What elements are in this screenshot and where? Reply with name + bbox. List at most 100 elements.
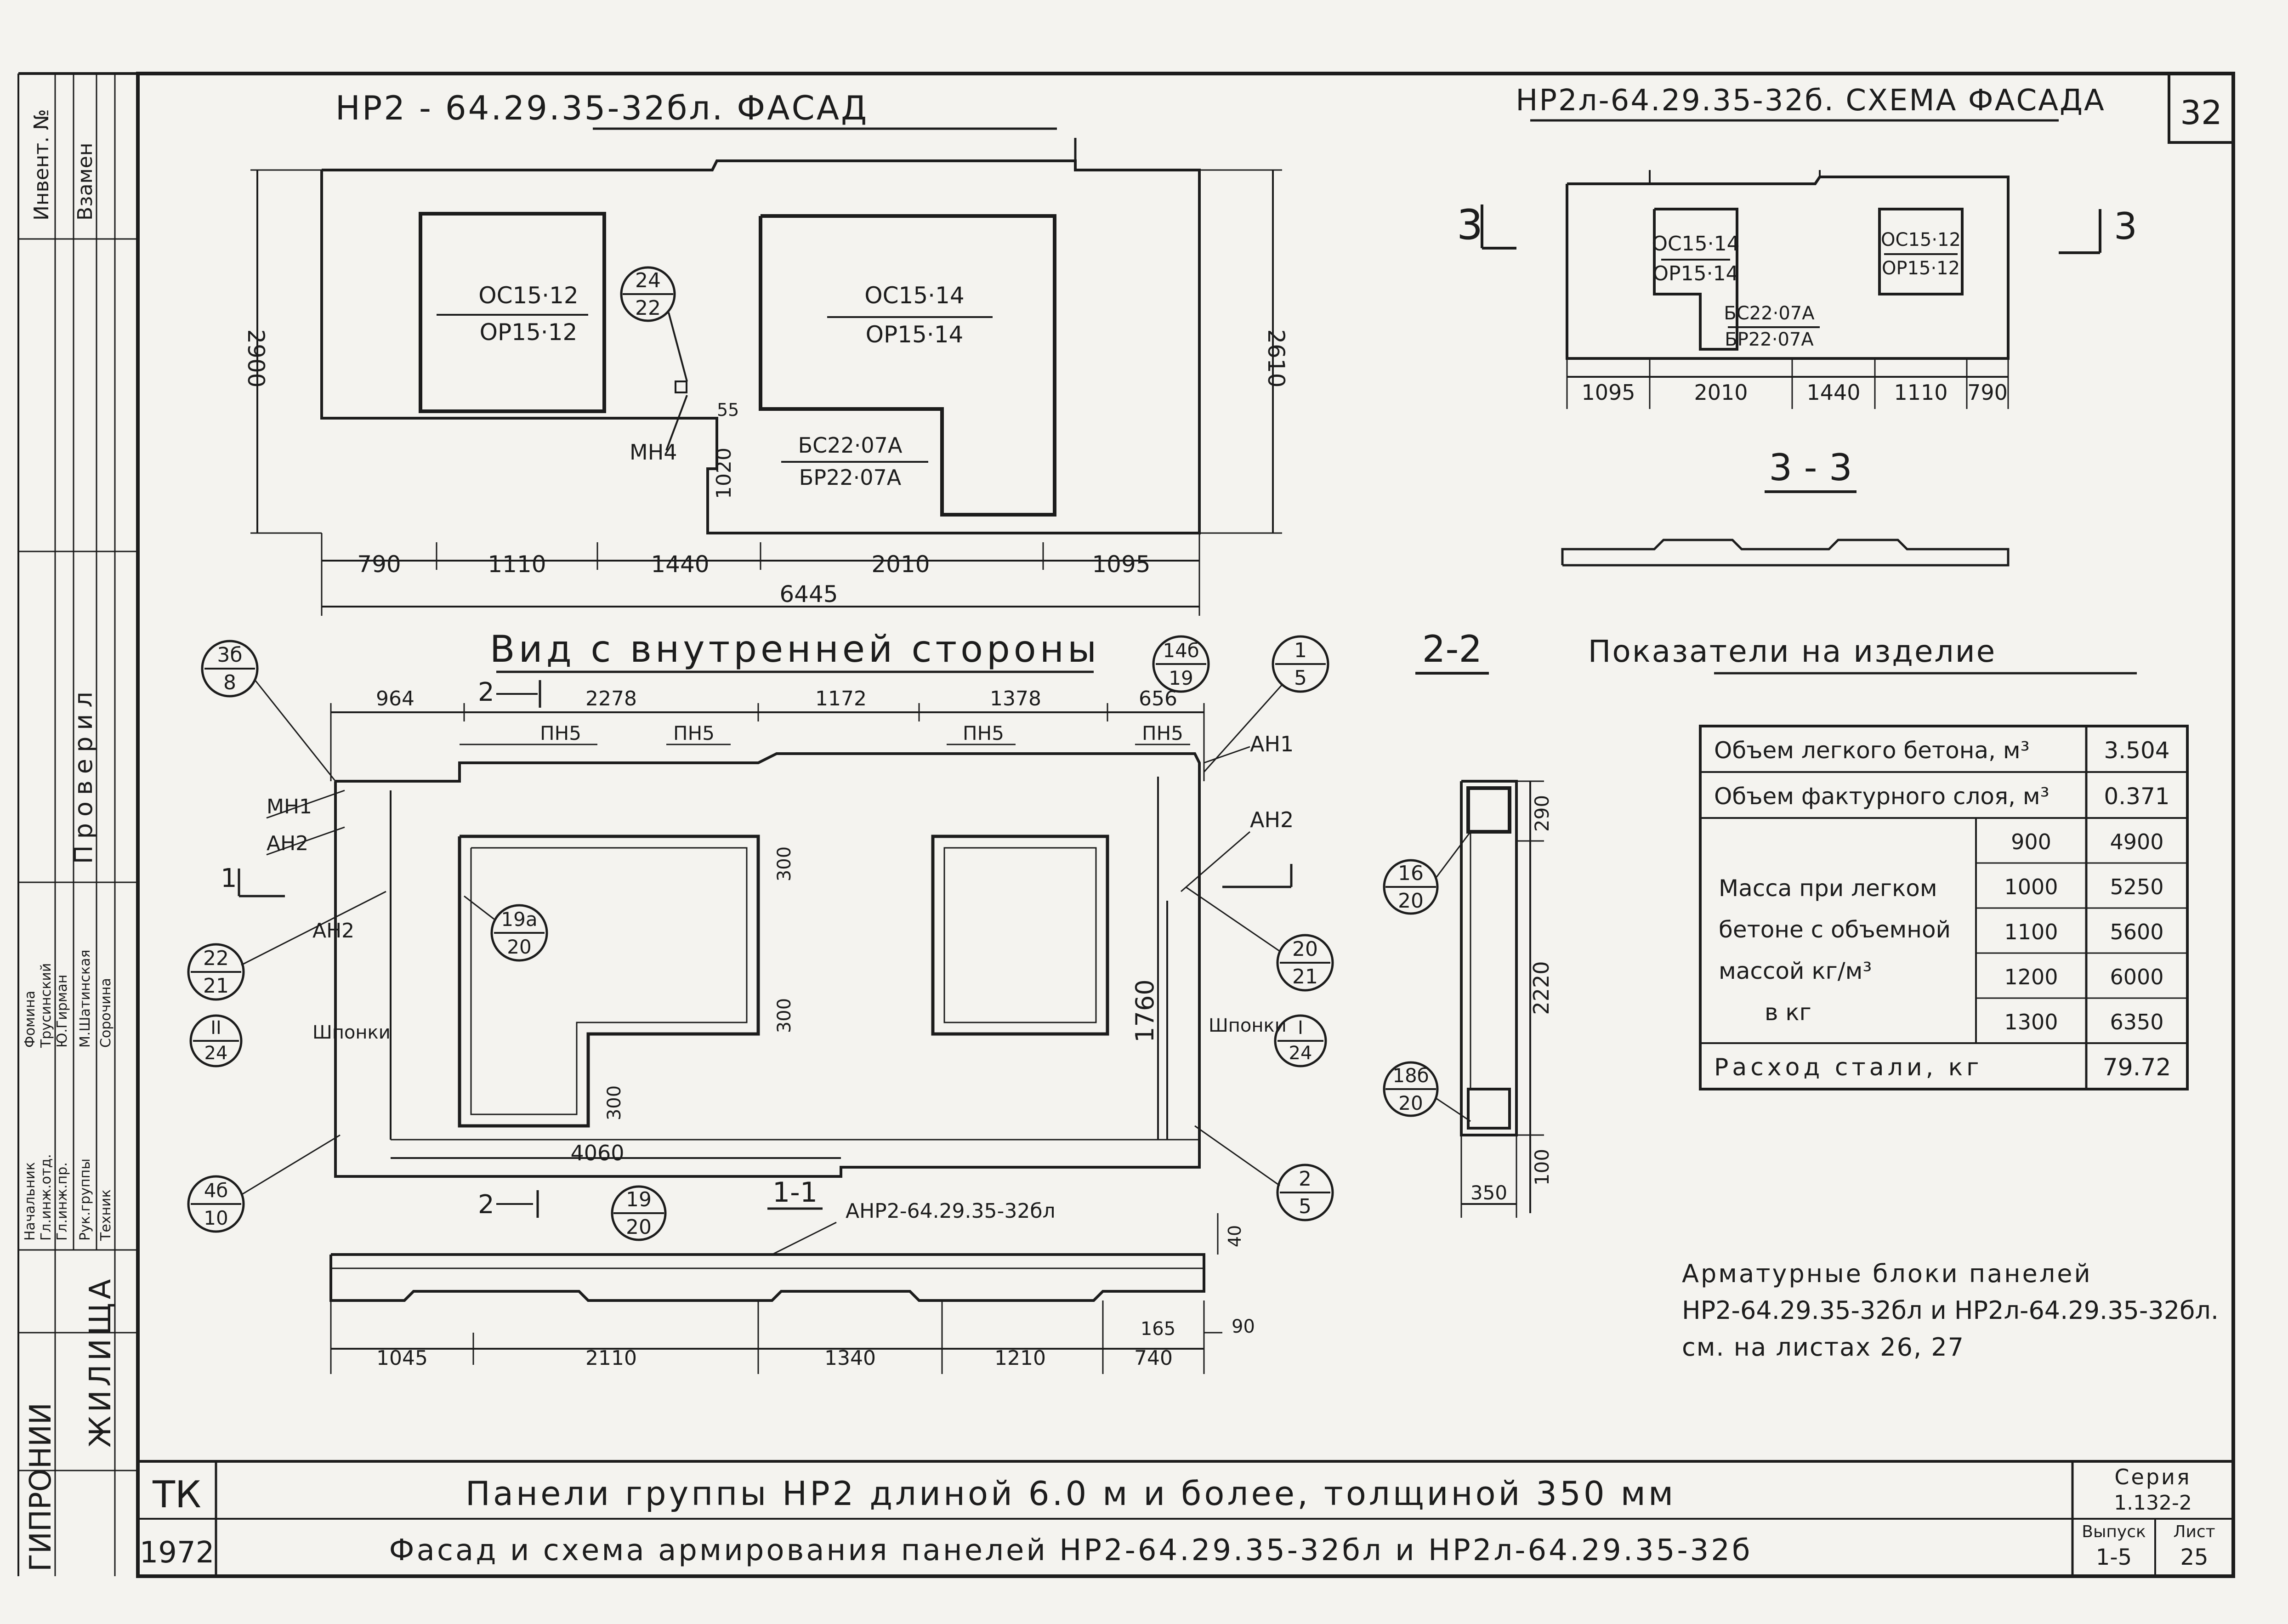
indicator-row-2-value: 0.371: [2104, 783, 2169, 810]
inner-label-an2-b: АН2: [312, 919, 354, 943]
section-11-dim-2: 2110: [585, 1346, 637, 1370]
indicator-steel-label: Расход стали, кг: [1714, 1054, 1982, 1081]
section-11-dim-40: 40: [1225, 1225, 1245, 1247]
section-11-profile: [329, 1253, 1205, 1302]
facade-dim-total: 6445: [779, 581, 838, 608]
inner-label-an1: АН1: [1250, 732, 1294, 756]
inner-label-mn1: МН1: [267, 795, 312, 818]
callout-II-24: II 24: [189, 1014, 243, 1068]
section-11-anr: АНР2-64.29.35-32бл: [846, 1199, 1056, 1223]
scheme-door-bottom: БР22·07А: [1725, 329, 1814, 350]
scheme-door-top: БС22·07А: [1724, 303, 1815, 324]
indicator-row-1-value: 3.504: [2104, 737, 2169, 764]
indicator-density-3: 1100: [2004, 920, 2058, 944]
stamp-proveril: Проверил: [69, 685, 98, 864]
facade-dim-right: 2610: [1263, 329, 1289, 387]
facade-window-2-top: ОС15·14: [864, 282, 964, 309]
svg-text:19а: 19а: [501, 908, 537, 931]
section-22-dim-3: 100: [1531, 1149, 1553, 1186]
svg-text:21: 21: [203, 974, 229, 998]
inner-top-dim-5: 656: [1139, 687, 1177, 710]
stamp-person-1: Фомина: [22, 991, 38, 1048]
sheet-frame: [136, 72, 2235, 1578]
inner-top-dim-4: 1378: [990, 687, 1041, 710]
inner-cut-11-left: 1: [221, 863, 237, 893]
section-11-dim-1: 1045: [376, 1346, 428, 1370]
inner-label-an2-a: АН2: [267, 832, 308, 855]
facade-dim-4: 2010: [871, 551, 930, 578]
inner-label-shponki-left: Шпонки: [312, 1022, 391, 1043]
stamp-person-2: Трусинский: [38, 963, 54, 1048]
inner-top-dim-2: 2278: [585, 687, 637, 710]
note-line-3: см. на листах 26, 27: [1682, 1333, 1964, 1362]
scheme-dim-2: 2010: [1694, 380, 1748, 405]
indicator-mass-3: 5600: [2110, 920, 2163, 944]
scheme-title: НР2л-64.29.35-32б. СХЕМА ФАСАДА: [1516, 84, 2106, 118]
facade-dim-1: 790: [357, 551, 401, 578]
svg-text:24: 24: [204, 1043, 228, 1064]
section-22-dim-1: 290: [1531, 795, 1553, 832]
note-line-2: НР2-64.29.35-32бл и НР2л-64.29.35-32бл.: [1682, 1296, 2219, 1325]
title-line-2: Фасад и схема армирования панелей НР2-64…: [389, 1533, 1753, 1567]
section-2-2: 2-2 290 2220 100 350 16 20 18б 20: [1383, 628, 1554, 1218]
svg-text:21: 21: [1292, 965, 1318, 988]
svg-text:2: 2: [1299, 1167, 1311, 1191]
stamp-person-3: Ю.Гирман: [54, 975, 70, 1048]
facade-view: НР2 - 64.29.35-32бл. ФАСАД ОС15·12 ОР15·…: [243, 89, 1289, 616]
svg-text:5: 5: [1294, 666, 1307, 690]
callout-14b-19: 14б 19: [1152, 635, 1210, 693]
section-11-callout-bottom: 20: [626, 1215, 652, 1239]
left-stamp: Инвент. № Взамен Проверил ЖИЛИЩА ГИПРОНИ…: [17, 74, 138, 1576]
callout-2-5: 2 5: [1194, 1125, 1334, 1221]
facade-window-door: [759, 214, 1056, 517]
svg-text:19: 19: [1169, 667, 1193, 689]
stamp-role-3: Гл.инж.пр.: [54, 1162, 70, 1241]
facade-dim-door-height: 1020: [712, 448, 736, 499]
callout-4b-10: 4б 10: [187, 1134, 341, 1233]
scheme-dim-4: 1110: [1894, 380, 1947, 405]
svg-text:II: II: [210, 1017, 221, 1039]
facade-dim-3: 1440: [651, 551, 709, 578]
inner-dim-window-1: 300: [774, 846, 795, 881]
indicator-mass-1: 4900: [2110, 829, 2163, 854]
section-11-dim-3: 1340: [824, 1346, 876, 1370]
callout-19a-20: 19а 20: [464, 895, 548, 962]
section-22-profile: [1460, 780, 1518, 1136]
scheme-window-small-bottom: ОР15·12: [1882, 258, 1960, 279]
inner-panel: [334, 752, 1201, 1178]
svg-text:1: 1: [1294, 639, 1307, 662]
title-year: 1972: [140, 1536, 215, 1570]
inner-pn-4: ПН5: [1142, 722, 1183, 744]
inner-top-dim-1: 964: [376, 687, 414, 710]
facade-callout-top: 24: [635, 269, 661, 292]
indicator-mass-2: 5250: [2110, 874, 2163, 899]
indicator-mass-5: 6350: [2110, 1010, 2163, 1034]
indicator-mass-4: 6000: [2110, 965, 2163, 989]
scheme-dim-3: 1440: [1806, 380, 1860, 405]
facade-dim-small: 55: [717, 400, 739, 420]
section-22-callout1-bottom: 20: [1398, 889, 1424, 913]
svg-text:20: 20: [1292, 937, 1318, 961]
indicator-mass-label-4: в кг: [1765, 999, 1811, 1026]
stamp-role-2: Гл.инж.отд.: [38, 1154, 54, 1241]
scheme-window-small-top: ОС15·12: [1881, 229, 1961, 250]
callout-I-24: I 24: [1274, 1014, 1327, 1068]
facade-dim-left: 2900: [243, 329, 269, 387]
indicator-density-5: 1300: [2004, 1010, 2058, 1034]
section-3-3-shape: [1561, 539, 2010, 567]
note-line-1: Арматурные блоки панелей: [1682, 1259, 2092, 1288]
svg-text:22: 22: [203, 947, 229, 970]
scheme-window-big-bottom: ОР15·14: [1652, 262, 1738, 285]
title-issue-value: 1-5: [2096, 1545, 2132, 1570]
facade-window-1: [419, 212, 606, 413]
scheme-dim-1: 1095: [1581, 380, 1635, 405]
inner-label-shponki-right: Шпонки: [1209, 1015, 1287, 1036]
section-22-dim-width: 350: [1470, 1181, 1507, 1204]
sheet-number: 32: [2180, 93, 2222, 132]
section-11-dim-5: 740: [1134, 1346, 1173, 1370]
svg-text:24: 24: [1289, 1043, 1312, 1064]
stamp-person-4: М.Шатинская: [77, 949, 93, 1048]
inner-dim-height: 1760: [1130, 979, 1159, 1042]
svg-text:4б: 4б: [204, 1179, 228, 1202]
inner-dim-window-2: 300: [774, 998, 795, 1033]
